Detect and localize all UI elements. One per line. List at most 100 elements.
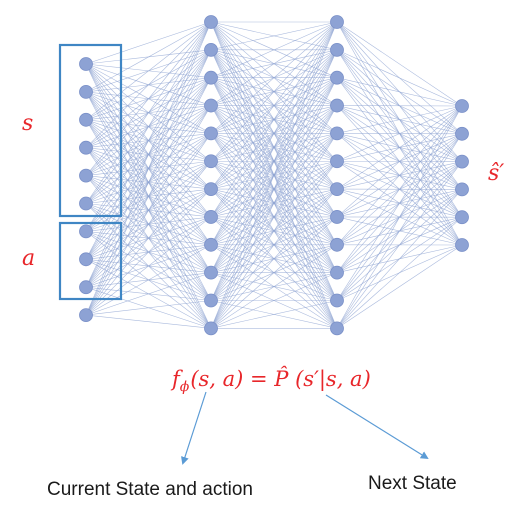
input-neuron xyxy=(79,308,93,323)
hidden-1-neuron xyxy=(204,237,218,252)
input-neuron xyxy=(79,140,93,155)
connection-edge xyxy=(210,272,338,329)
state-input-box xyxy=(58,43,123,218)
connection-edge xyxy=(210,244,338,329)
connection-edge xyxy=(85,21,212,288)
connection-edge xyxy=(85,21,212,260)
input-neuron xyxy=(79,112,93,127)
output-neuron xyxy=(455,126,469,141)
connection-edge xyxy=(336,105,463,218)
connection-edge xyxy=(85,105,212,316)
connection-edge xyxy=(336,105,463,134)
connection-edge xyxy=(210,105,338,329)
connection-edge xyxy=(210,300,338,329)
output-neuron xyxy=(455,154,469,169)
connection-edge xyxy=(85,314,212,329)
input-neuron xyxy=(79,280,93,295)
hidden-2-neuron xyxy=(330,98,344,113)
connection-edge xyxy=(210,21,338,218)
connection-edge xyxy=(210,21,338,134)
output-label: ŝ′ xyxy=(488,161,504,186)
input-neuron xyxy=(79,168,93,183)
connection-edge xyxy=(210,216,338,329)
connection-edge xyxy=(336,105,463,273)
connection-edge xyxy=(210,77,338,329)
connection-edge xyxy=(336,21,463,107)
hidden-1-neuron xyxy=(204,321,218,336)
connection-edge xyxy=(210,49,338,329)
connection-edge xyxy=(210,188,338,329)
connections xyxy=(85,21,463,329)
connection-edge xyxy=(336,49,463,107)
connection-edge xyxy=(85,133,212,316)
connection-edge xyxy=(85,21,212,148)
input-neuron xyxy=(79,57,93,71)
connection-edge xyxy=(85,21,212,176)
connection-edge xyxy=(336,105,463,246)
connection-edge xyxy=(336,105,463,329)
action-input-box xyxy=(58,221,123,301)
hidden-2-neuron xyxy=(330,321,344,336)
hidden-1-neuron xyxy=(204,154,218,169)
connection-edge xyxy=(85,300,212,316)
connection-edge xyxy=(85,21,212,65)
arrow-to-next xyxy=(325,394,429,460)
hidden-2-neuron xyxy=(330,154,344,169)
input-neuron xyxy=(79,252,93,267)
connection-edge xyxy=(85,272,212,316)
hidden-1-neuron xyxy=(204,15,218,29)
model-formula: fϕ(s, a) = P̂ (s′|s, a) xyxy=(170,367,371,395)
connection-edge xyxy=(210,21,338,301)
connection-edge xyxy=(210,21,338,106)
connection-edge xyxy=(336,105,463,301)
state-label: s xyxy=(22,111,33,136)
connection-edge xyxy=(336,77,463,107)
hidden-1-neuron xyxy=(204,265,218,280)
connection-edge xyxy=(336,189,463,329)
hidden-2-neuron xyxy=(330,42,344,57)
connection-edge xyxy=(210,21,338,273)
connection-edge xyxy=(336,161,463,329)
input-neuron xyxy=(79,224,93,239)
hidden-1-neuron xyxy=(204,182,218,197)
input-neuron xyxy=(79,196,93,211)
hidden-1-neuron xyxy=(204,42,218,57)
connection-edge xyxy=(85,188,212,316)
hidden-2-neuron xyxy=(330,70,344,85)
connection-edge xyxy=(210,21,338,78)
connection-edge xyxy=(210,133,338,329)
hidden-2-neuron xyxy=(330,293,344,308)
connection-edge xyxy=(85,244,212,316)
connection-edge xyxy=(210,21,338,329)
hidden-1-neuron xyxy=(204,70,218,85)
connection-edge xyxy=(336,105,463,162)
connection-edge xyxy=(210,161,338,329)
neurons xyxy=(79,15,469,336)
hidden-1-neuron xyxy=(204,293,218,308)
hidden-2-neuron xyxy=(330,210,344,224)
connection-edge xyxy=(85,49,212,316)
output-neuron xyxy=(455,238,469,252)
connection-edge xyxy=(85,21,212,232)
connection-edge xyxy=(85,21,212,204)
hidden-2-neuron xyxy=(330,126,344,141)
hidden-2-neuron xyxy=(330,15,344,29)
formula-subscript: ϕ xyxy=(180,379,190,395)
connection-edge xyxy=(336,216,463,329)
hidden-1-neuron xyxy=(204,98,218,113)
hidden-2-neuron xyxy=(330,182,344,197)
current-state-action-caption: Current State and action xyxy=(47,479,253,500)
hidden-2-neuron xyxy=(330,237,344,252)
formula-function: f xyxy=(170,367,183,391)
connection-edge xyxy=(210,21,338,162)
connection-edge xyxy=(210,21,338,245)
hidden-2-neuron xyxy=(330,265,344,280)
connection-edge xyxy=(85,21,212,316)
formula-body: (s, a) = P̂ (s′|s, a) xyxy=(190,367,370,392)
next-state-caption: Next State xyxy=(368,473,457,494)
connection-edge xyxy=(336,244,463,329)
hidden-1-neuron xyxy=(204,210,218,224)
output-neuron xyxy=(455,210,469,225)
connection-edge xyxy=(85,21,212,121)
